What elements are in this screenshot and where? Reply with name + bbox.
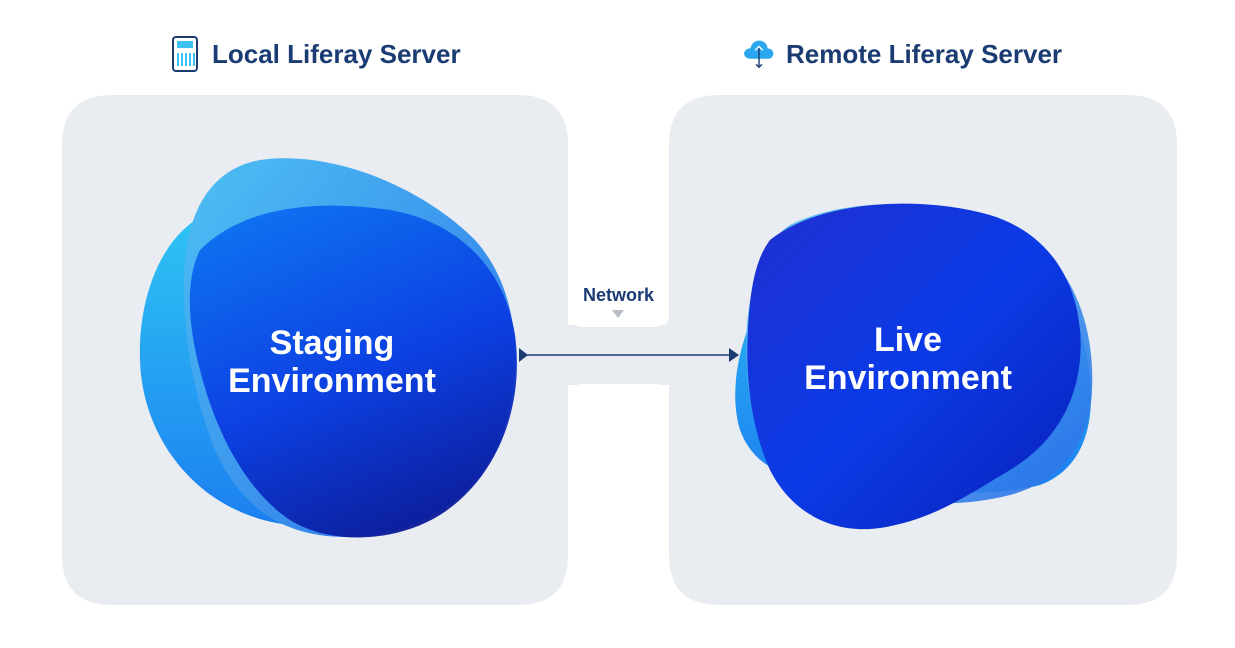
remote-server-title: Remote Liferay Server [742,36,1062,72]
network-gap [568,95,669,605]
live-label-line1: Live [873,321,943,359]
local-server-title-text: Local Liferay Server [212,38,461,69]
cloud-upload-icon [742,36,776,72]
live-environment-blob [735,203,1093,530]
staging-environment-blob [139,158,517,538]
connector-start-arrowhead [519,348,528,362]
connector-end-arrowhead [729,348,739,362]
staging-label-line1: Staging [269,324,395,362]
live-label-line2: Environment [804,359,1012,397]
network-pointer-icon [612,310,624,318]
live-environment-label: Live Environment [758,321,1058,397]
staging-label-line2: Environment [228,362,436,400]
staging-environment-label: Staging Environment [182,324,482,400]
server-icon [168,36,202,72]
network-connector [519,310,739,362]
local-server-title: Local Liferay Server [168,36,461,72]
remote-server-title-text: Remote Liferay Server [786,38,1063,69]
network-label: Network [582,285,654,305]
